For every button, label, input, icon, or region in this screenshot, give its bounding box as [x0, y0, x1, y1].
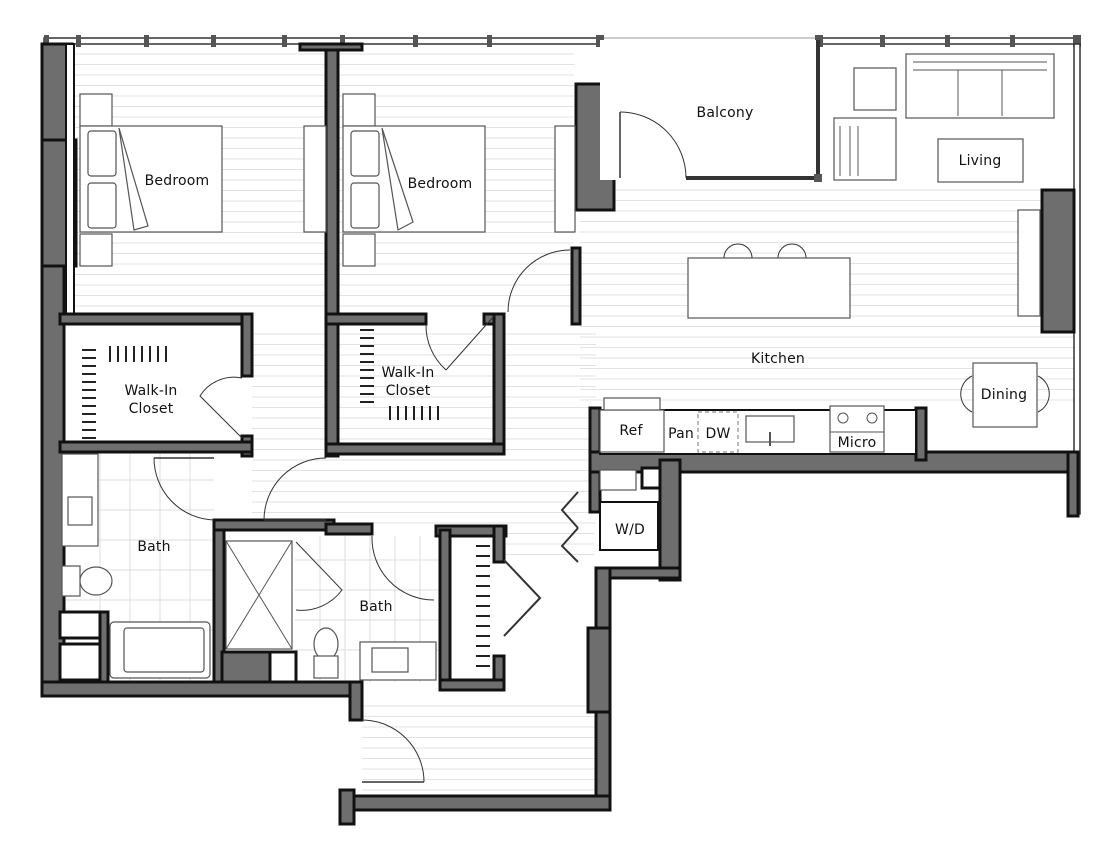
appliance-label-ref: Ref: [619, 423, 643, 439]
bedroom-furniture: [79, 93, 576, 267]
room-label-dining: Dining: [980, 387, 1028, 403]
doors: [153, 249, 571, 783]
appliance-label-pantry: Pan: [668, 426, 694, 442]
kitchen-island: [687, 243, 851, 319]
walls: [40, 42, 1080, 826]
closet-shelving: [82, 329, 490, 667]
room-label-balcony: Balcony: [696, 105, 754, 121]
appliance-label-microwave: Micro: [837, 435, 877, 451]
living-furniture: [833, 53, 1055, 317]
room-label-bath-2: Bath: [359, 599, 393, 615]
room-label-walk-in-closet-1: Walk-In Closet: [124, 383, 178, 417]
washer-dryer: [560, 466, 662, 563]
room-label-living: Living: [958, 153, 1002, 169]
appliance-label-dishwasher: DW: [705, 426, 731, 442]
bath-fixtures: [61, 453, 437, 681]
kitchen-counter: [599, 397, 917, 455]
balcony-rail: [600, 40, 822, 182]
room-label-bath-1: Bath: [137, 539, 171, 555]
room-label-kitchen: Kitchen: [750, 351, 806, 367]
room-label-bedroom-2: Bedroom: [407, 176, 473, 192]
dining-table: [960, 362, 1050, 428]
room-label-bedroom-1: Bedroom: [144, 173, 210, 189]
appliance-label-washer-dryer: W/D: [615, 522, 645, 538]
room-label-walk-in-closet-2: Walk-In Closet: [381, 365, 435, 399]
